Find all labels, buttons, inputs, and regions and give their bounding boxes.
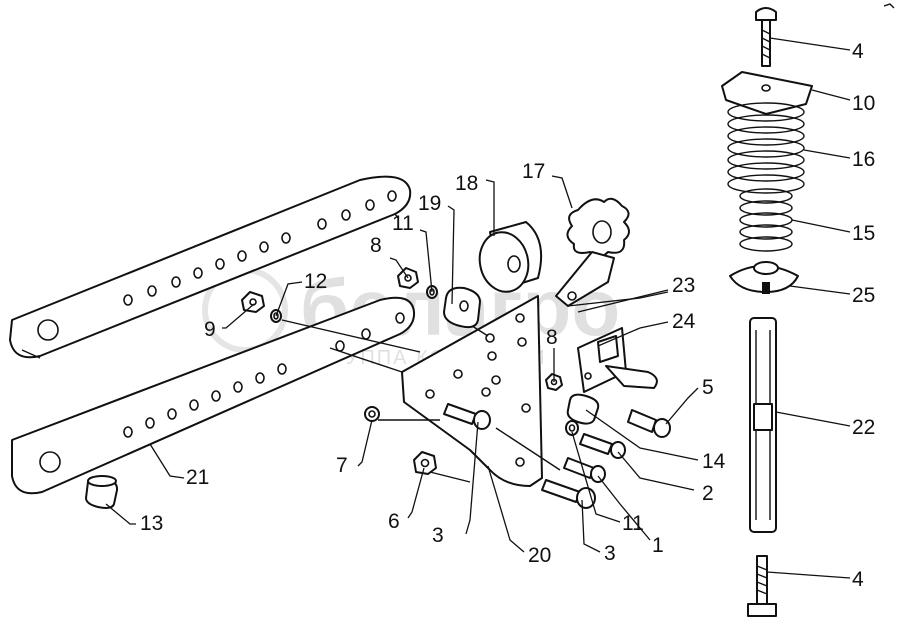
callout-8-lower: 8 bbox=[546, 326, 558, 349]
corner-mark bbox=[883, 3, 895, 9]
washer-12 bbox=[270, 309, 282, 323]
callout-2: 2 bbox=[702, 482, 714, 505]
star-bracket-17 bbox=[555, 197, 630, 307]
bush-19 bbox=[443, 286, 481, 329]
bush-13 bbox=[85, 475, 119, 509]
callout-7: 7 bbox=[336, 454, 348, 477]
callout-12: 12 bbox=[304, 270, 327, 293]
spring-16 bbox=[727, 102, 805, 194]
roller-18 bbox=[478, 221, 543, 293]
mounting-plate bbox=[401, 295, 543, 487]
callout-16: 16 bbox=[852, 148, 875, 171]
bolt-4-top bbox=[755, 7, 777, 67]
callout-19: 19 bbox=[418, 192, 441, 215]
callout-13: 13 bbox=[140, 512, 163, 535]
leader-lines bbox=[105, 37, 851, 579]
callout-24: 24 bbox=[672, 310, 696, 333]
callout-9: 9 bbox=[204, 318, 216, 341]
turnbuckle-22 bbox=[749, 317, 777, 533]
callout-22: 22 bbox=[852, 416, 875, 439]
callout-20: 20 bbox=[528, 544, 551, 567]
callout-23: 23 bbox=[672, 274, 695, 297]
bolt-5 bbox=[627, 409, 671, 438]
washer-7 bbox=[364, 406, 380, 422]
callout-4-top: 4 bbox=[852, 40, 864, 63]
callout-5: 5 bbox=[702, 376, 714, 399]
callout-labels: 4 10 16 15 25 22 4 17 18 19 11 8 12 9 23… bbox=[140, 40, 875, 591]
nut-9 bbox=[241, 291, 265, 313]
callout-21: 21 bbox=[186, 466, 209, 489]
callout-15: 15 bbox=[852, 222, 875, 245]
callout-11-upper: 11 bbox=[392, 212, 414, 235]
callout-8-upper: 8 bbox=[370, 234, 382, 257]
callout-3-right: 3 bbox=[604, 542, 616, 565]
callout-25: 25 bbox=[852, 284, 875, 307]
bolt-1 bbox=[563, 457, 606, 483]
washer-11-lower bbox=[565, 420, 579, 436]
bolt-4-bottom bbox=[747, 555, 777, 617]
callout-3-left: 3 bbox=[432, 524, 444, 547]
spring-15 bbox=[739, 188, 793, 252]
latch-24 bbox=[577, 327, 658, 393]
plate-23 bbox=[577, 289, 669, 313]
callout-6: 6 bbox=[388, 510, 400, 533]
spring-cap-10 bbox=[721, 71, 813, 115]
callout-4-bottom: 4 bbox=[852, 568, 864, 591]
callout-1: 1 bbox=[652, 534, 664, 557]
upper-arm bbox=[9, 175, 412, 359]
callout-11-lower: 11 bbox=[622, 512, 644, 535]
spring-seat-25 bbox=[729, 261, 799, 294]
bush-14 bbox=[566, 393, 600, 425]
callout-17: 17 bbox=[522, 160, 545, 183]
callout-10: 10 bbox=[852, 92, 875, 115]
callout-14: 14 bbox=[702, 450, 726, 473]
lower-arm bbox=[11, 296, 416, 495]
nut-6 bbox=[413, 451, 437, 475]
callout-18: 18 bbox=[455, 172, 478, 195]
bolt-2 bbox=[579, 433, 626, 459]
